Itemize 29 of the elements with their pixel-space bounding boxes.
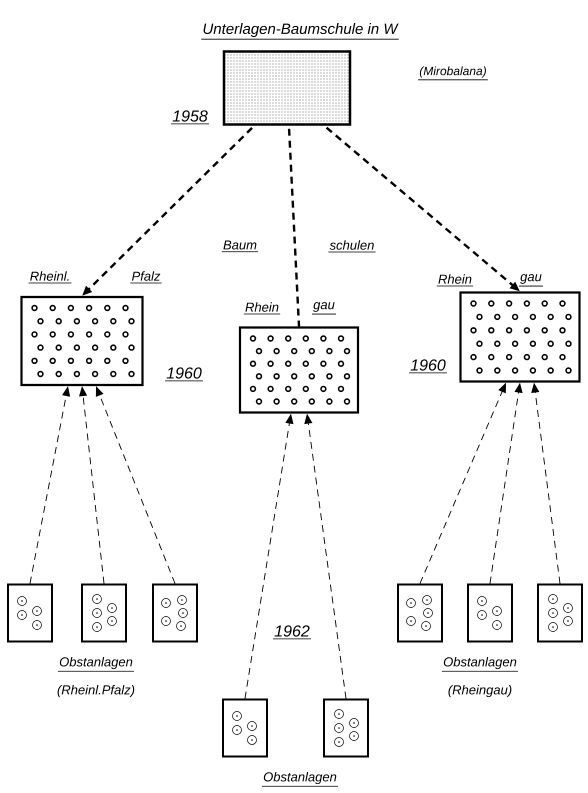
box-heading: Rheinl.	[28, 271, 72, 284]
label: Obstanlagen	[58, 656, 134, 672]
box-heading: Pfalz	[130, 271, 162, 284]
box-heading: gau	[518, 274, 544, 286]
box-heading: Rhein	[243, 302, 281, 314]
orchard-box	[81, 584, 127, 642]
orchard-box	[323, 698, 369, 758]
orchard-box	[467, 584, 513, 642]
year-label: 1960	[408, 359, 448, 374]
orchard-box	[152, 584, 198, 642]
dotted-box	[222, 50, 352, 126]
label: (Mirobalana)	[418, 66, 488, 80]
label: (Rheinl.Pfalz)	[58, 684, 134, 698]
orchard-box	[397, 584, 443, 642]
variety-label: 1958	[170, 110, 210, 124]
connector-line	[288, 128, 300, 326]
label: (Rheingau)	[448, 684, 512, 698]
box-heading: gau	[312, 302, 336, 314]
label: Baum	[221, 240, 259, 252]
orchard-box	[222, 698, 268, 758]
label: Obstanlagen	[262, 772, 338, 787]
box-heading: Rhein	[436, 274, 474, 286]
label: schulen	[328, 240, 376, 252]
title: Unterlagen-Baumschule in W	[200, 23, 400, 40]
orchard-box	[7, 584, 53, 642]
label: Obstanlagen	[442, 656, 518, 672]
orchard-box	[537, 584, 583, 642]
year-label: 1960	[164, 367, 204, 382]
label: 1962	[272, 625, 312, 640]
